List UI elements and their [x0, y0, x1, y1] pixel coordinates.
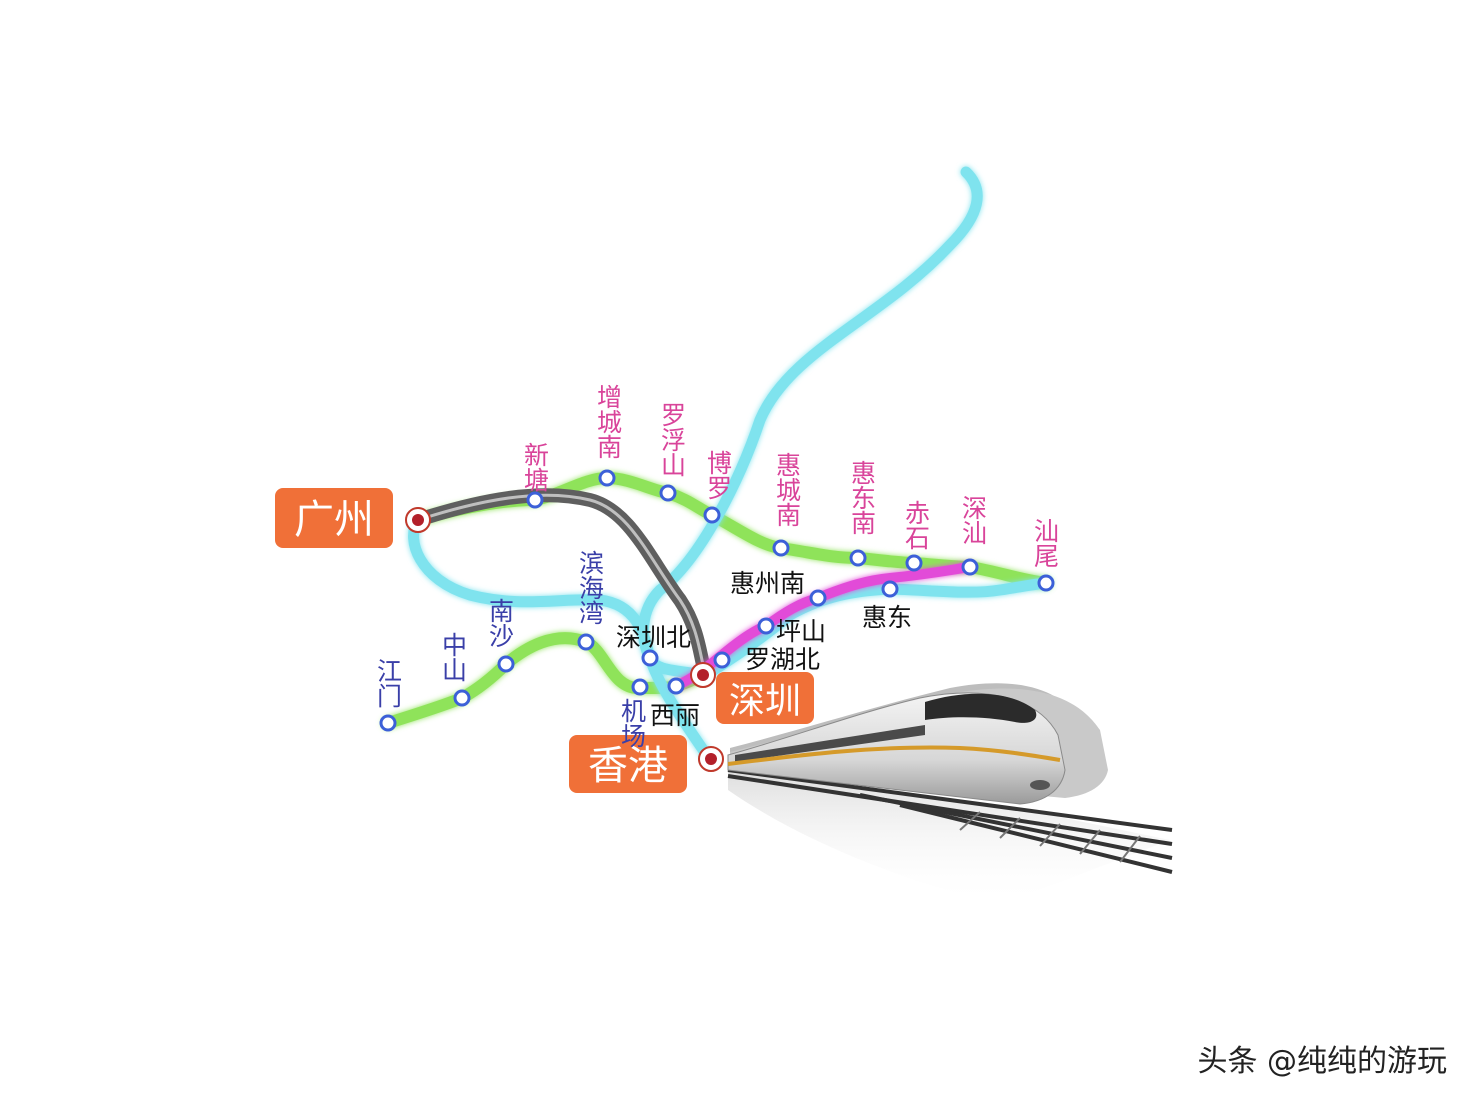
label-huizhounan: 惠州南	[730, 569, 805, 598]
label-jiangmen: 江门	[374, 658, 403, 708]
station-dot-pingshan[interactable]	[757, 617, 775, 635]
label-luofushan: 罗浮山	[658, 402, 687, 477]
label-pingshan: 坪山	[776, 617, 826, 646]
station-dot-shanwei[interactable]	[1037, 574, 1055, 592]
station-dot-luofushan[interactable]	[659, 484, 677, 502]
line-guangzhou-shenzhen-gray	[411, 488, 713, 682]
city-dot-shenzhen[interactable]	[690, 662, 716, 688]
city-dot-hongkong[interactable]	[698, 746, 724, 772]
label-zhongshan: 中山	[439, 632, 468, 682]
watermark: 头条 @纯纯的游玩	[1197, 1044, 1447, 1079]
label-xintang: 新塘	[521, 442, 550, 492]
station-dot-shenshan[interactable]	[961, 558, 979, 576]
station-dot-huidong[interactable]	[881, 580, 899, 598]
station-dot-boluo[interactable]	[703, 506, 721, 524]
city-name-shenzhen: 深圳	[729, 681, 801, 722]
label-huichengnan: 惠城南	[773, 452, 802, 527]
station-dot-luohubei[interactable]	[713, 651, 731, 669]
station-dot-huidongnan[interactable]	[849, 549, 867, 567]
station-dot-nansha[interactable]	[497, 655, 515, 673]
label-huidongnan: 惠东南	[848, 460, 877, 535]
label-luohubei: 罗湖北	[745, 645, 820, 674]
city-markers	[405, 507, 724, 772]
train-illustration	[727, 683, 1173, 905]
label-xili: 西丽	[650, 701, 700, 730]
station-dot-zengchengnan[interactable]	[598, 469, 616, 487]
station-dot-huichengnan[interactable]	[772, 539, 790, 557]
label-chishi: 赤石	[902, 500, 931, 550]
label-boluo: 博罗	[704, 450, 733, 500]
north-line-labels: 新塘 增城南 罗浮山 博罗 惠城南 惠东南 赤石 深汕 汕尾	[521, 384, 1060, 568]
label-jichang: 机场	[618, 698, 647, 748]
city-dot-guangzhou[interactable]	[405, 507, 431, 533]
station-dot-xintang[interactable]	[526, 491, 544, 509]
station-dot-jiangmen[interactable]	[379, 714, 397, 732]
station-markers	[379, 469, 1055, 732]
station-dot-xili[interactable]	[667, 677, 685, 695]
label-nansha: 南沙	[486, 598, 515, 648]
west-line-labels: 江门 中山 南沙 滨海湾 机场	[374, 550, 647, 748]
city-label-guangzhou: 广州	[275, 488, 393, 548]
label-shenshan: 深汕	[959, 495, 988, 545]
label-huidong: 惠东	[862, 603, 912, 632]
station-dot-huizhounan[interactable]	[809, 589, 827, 607]
station-dot-binhaiwan[interactable]	[577, 633, 595, 651]
city-label-shenzhen: 深圳	[716, 672, 814, 724]
label-shenzhenbei: 深圳北	[616, 623, 691, 652]
label-shanwei: 汕尾	[1031, 518, 1060, 568]
station-dot-jichang[interactable]	[631, 678, 649, 696]
city-name-hongkong: 香港	[588, 743, 668, 789]
label-zengchengnan: 增城南	[594, 384, 623, 459]
city-label-hongkong: 香港	[569, 735, 687, 793]
station-dot-shenzhenbei[interactable]	[641, 649, 659, 667]
city-name-guangzhou: 广州	[294, 497, 374, 543]
shenzhen-area-labels: 深圳北 西丽 惠州南 惠东 坪山 罗湖北	[616, 569, 912, 730]
station-dot-chishi[interactable]	[905, 554, 923, 572]
label-binhaiwan: 滨海湾	[576, 550, 605, 625]
station-dot-zhongshan[interactable]	[453, 689, 471, 707]
